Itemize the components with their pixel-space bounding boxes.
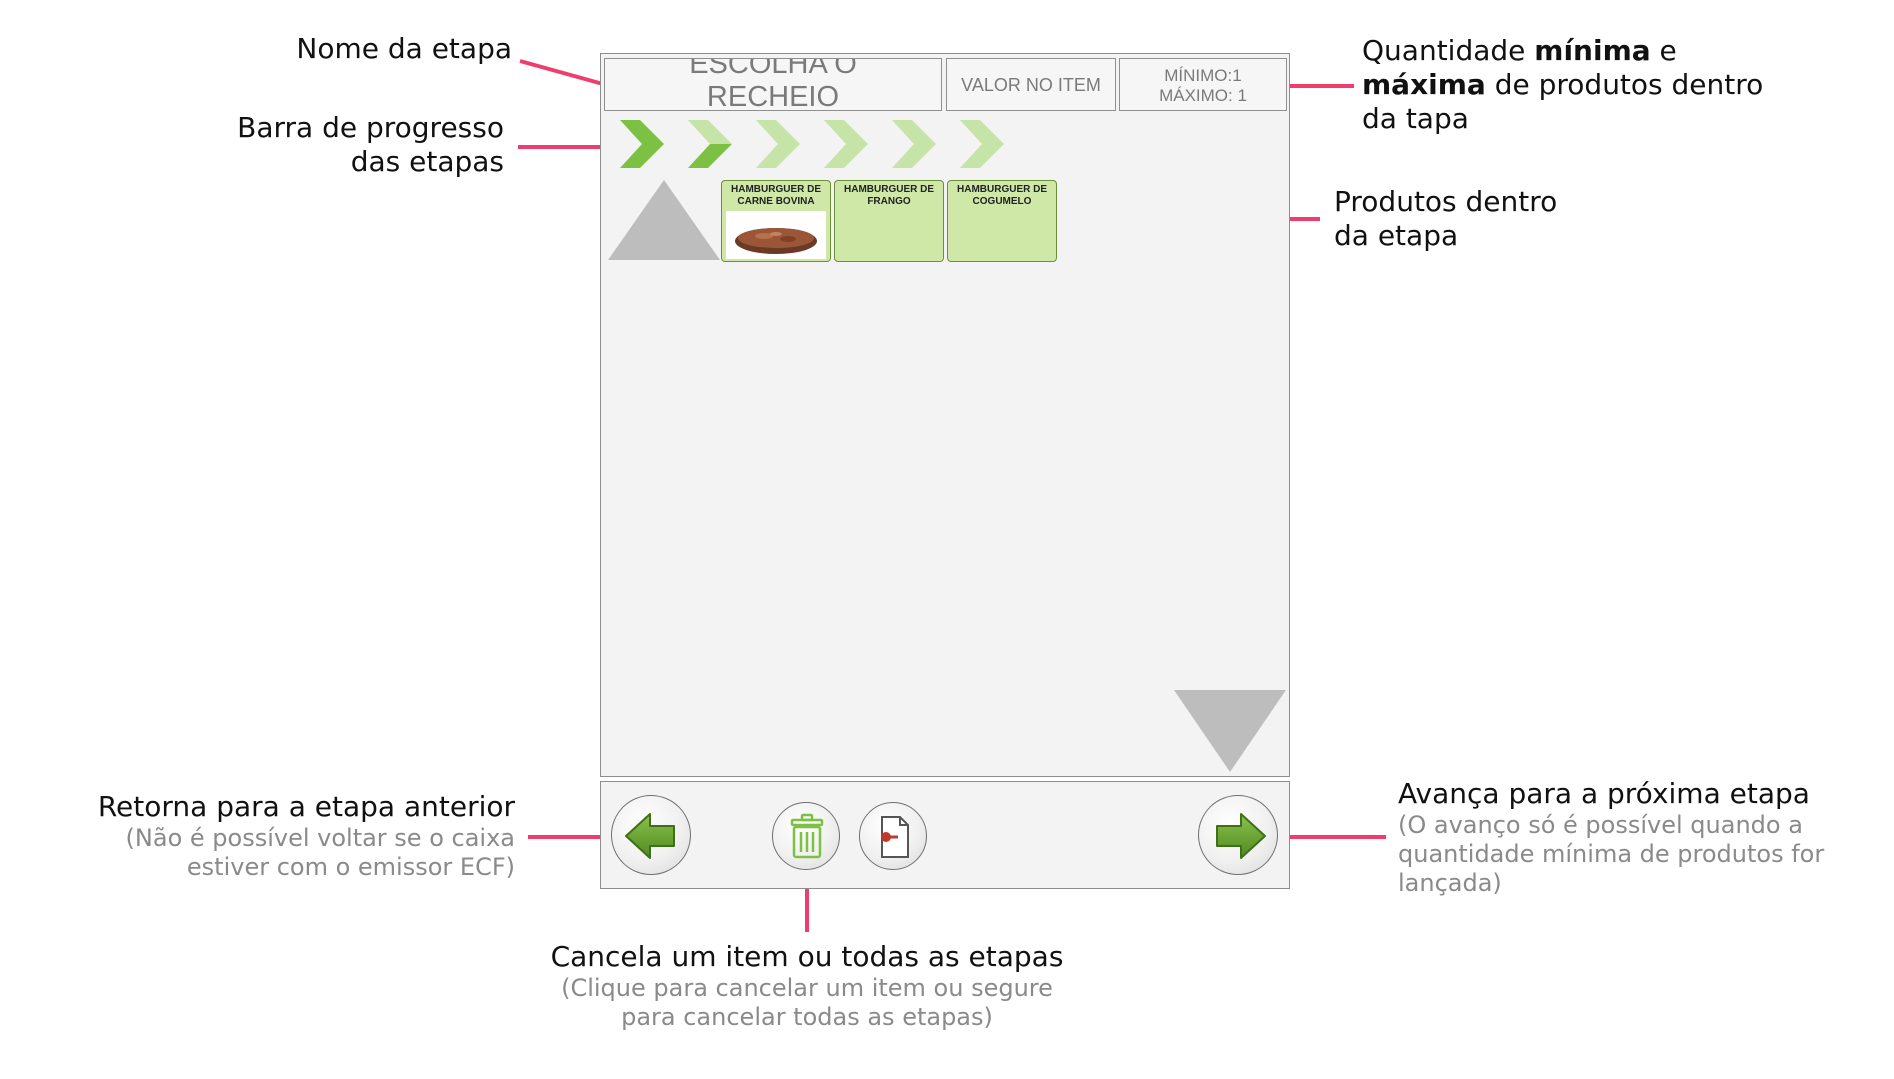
step-title-line1: ESCOLHA O: [689, 58, 857, 80]
annotation-cancel-title: Cancela um item ou todas as etapas: [550, 940, 1064, 973]
progress-step-chevron-icon: [824, 120, 868, 168]
annotation-products-line1: Produtos dentro: [1334, 185, 1558, 218]
max-label: MÁXIMO: 1: [1159, 86, 1247, 105]
annotation-qty-line1: Quantidade mínima e: [1362, 34, 1862, 68]
min-label: MÍNIMO:1: [1164, 66, 1242, 85]
annotation-progress-line1: Barra de progresso: [237, 111, 504, 144]
product-label-line1: HAMBURGUER DE: [731, 184, 821, 195]
triangle-down-icon: [1174, 690, 1286, 772]
annotation-qty-line3: da tapa: [1362, 102, 1469, 135]
product-label-line2: FRANGO: [867, 196, 911, 207]
back-button[interactable]: [611, 795, 691, 875]
product-label-line1: HAMBURGUER DE: [957, 184, 1047, 195]
product-label-line2: COGUMELO: [972, 196, 1032, 207]
annotation-next-sub2: quantidade mínima de produtos for: [1398, 840, 1825, 868]
burger-patty-image: [735, 228, 817, 254]
annotation-back-sub1: (Não é possível voltar se o caixa: [125, 824, 515, 852]
next-button[interactable]: [1198, 795, 1278, 875]
document-button[interactable]: [859, 802, 927, 870]
step-title-line2: RECHEIO: [706, 81, 840, 111]
annotation-qty-line2: máxima de produtos dentro: [1362, 68, 1862, 102]
min-max-box: MÍNIMO:1 MÁXIMO: 1: [1119, 58, 1287, 111]
annotation-products-line2: da etapa: [1334, 219, 1459, 252]
trash-icon: [790, 813, 824, 859]
progress-step-chevron-icon: [688, 120, 732, 168]
scroll-up-button[interactable]: [606, 178, 722, 262]
product-label-line1: HAMBURGUER DE: [844, 184, 934, 195]
progress-step-chevron-icon: [620, 120, 664, 168]
document-icon: [881, 816, 909, 858]
delete-button[interactable]: [772, 802, 840, 870]
main-panel: [600, 53, 1290, 777]
annotation-back-sub2: estiver com o emissor ECF): [186, 853, 515, 881]
value-in-item-box: VALOR NO ITEM: [946, 58, 1116, 111]
annotation-progress-line2: das etapas: [350, 145, 504, 178]
step-title-box: ESCOLHA O RECHEIO: [604, 58, 942, 111]
triangle-up-icon: [608, 180, 720, 260]
annotation-back-title: Retorna para a etapa anterior: [97, 790, 515, 823]
annotation-next-sub3: lançada): [1398, 869, 1502, 897]
qty-text-c: e: [1650, 34, 1677, 67]
arrow-left-icon: [625, 813, 675, 859]
annotation-cancel-sub1: (Clique para cancelar um item ou segure: [561, 974, 1053, 1002]
value-in-item-label: VALOR NO ITEM: [961, 75, 1101, 95]
connector-next: [1282, 835, 1386, 839]
qty-text-d: de produtos dentro: [1485, 68, 1764, 101]
connector-qty: [1290, 84, 1354, 88]
product-label-line2: CARNE BOVINA: [737, 196, 815, 207]
progress-step-chevron-icon: [960, 120, 1004, 168]
connector-progress: [518, 145, 604, 149]
annotation-cancel-sub2: para cancelar todas as etapas): [621, 1003, 993, 1031]
annotation-next-title: Avança para a próxima etapa: [1398, 777, 1810, 810]
scroll-down-button[interactable]: [1172, 688, 1288, 774]
annotation-next-sub1: (O avanço só é possível quando a: [1398, 811, 1803, 839]
qty-text-a: Quantidade: [1362, 34, 1535, 67]
connector-cancel: [805, 888, 809, 932]
qty-text-min: mínima: [1534, 34, 1651, 67]
qty-text-max: máxima: [1362, 68, 1486, 101]
progress-step-chevron-icon: [756, 120, 800, 168]
progress-step-chevron-icon: [892, 120, 936, 168]
connector-back: [528, 835, 612, 839]
annotation-step-name: Nome da etapa: [296, 32, 512, 65]
product-image: [726, 211, 826, 259]
bottom-toolbar: [600, 781, 1290, 889]
arrow-right-icon: [1216, 813, 1266, 859]
connector-step-name: [519, 59, 604, 86]
